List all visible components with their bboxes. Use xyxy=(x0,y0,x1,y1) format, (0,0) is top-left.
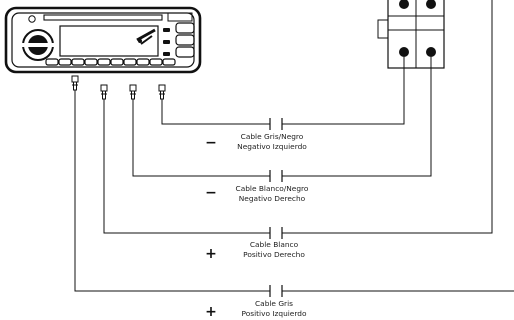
wire-blanco-negro xyxy=(132,99,270,177)
signal-glyph-icon xyxy=(136,28,156,45)
car-radio xyxy=(4,6,202,74)
connector-plugs xyxy=(71,75,166,100)
wires xyxy=(74,0,514,292)
connection-label-1: − Cable Gris/Negro Negativo Izquierdo xyxy=(205,132,307,151)
cable-function: Negativo Derecho xyxy=(239,194,306,203)
connector-plug-4 xyxy=(158,84,166,100)
connection-label-3: + Cable Blanco Positivo Derecho xyxy=(205,240,305,262)
terminal-screw-icon xyxy=(399,0,409,9)
wire-blanco xyxy=(103,99,270,234)
connector-plug-3 xyxy=(129,84,137,100)
cable-function: Negativo Izquierdo xyxy=(237,142,307,151)
connection-label-2: − Cable Blanco/Negro Negativo Derecho xyxy=(205,184,309,203)
wire-gris xyxy=(74,90,270,292)
terminal-block xyxy=(377,0,445,69)
polarity-sign: − xyxy=(205,185,217,201)
volume-knob-icon xyxy=(22,29,54,61)
cable-name: Cable Gris xyxy=(255,299,293,308)
cable-name: Cable Gris/Negro xyxy=(241,132,304,141)
connector-plug-2 xyxy=(100,84,108,100)
terminal-screw-icon xyxy=(426,0,436,9)
cable-name: Cable Blanco xyxy=(250,240,299,249)
preset-buttons xyxy=(45,58,176,66)
polarity-sign: − xyxy=(205,135,217,151)
cable-name: Cable Blanco/Negro xyxy=(236,184,309,193)
cable-function: Positivo Izquierdo xyxy=(242,309,307,318)
connection-gaps xyxy=(269,118,283,297)
connector-plug-1 xyxy=(71,75,79,91)
polarity-sign: + xyxy=(205,246,217,262)
terminal-screw-icon xyxy=(399,47,409,57)
polarity-sign: + xyxy=(205,304,217,320)
cable-function: Positivo Derecho xyxy=(243,250,305,259)
wire-gris-negro xyxy=(161,99,270,125)
terminal-screw-icon xyxy=(426,47,436,57)
connection-label-4: + Cable Gris Positivo Izquierdo xyxy=(205,299,307,320)
